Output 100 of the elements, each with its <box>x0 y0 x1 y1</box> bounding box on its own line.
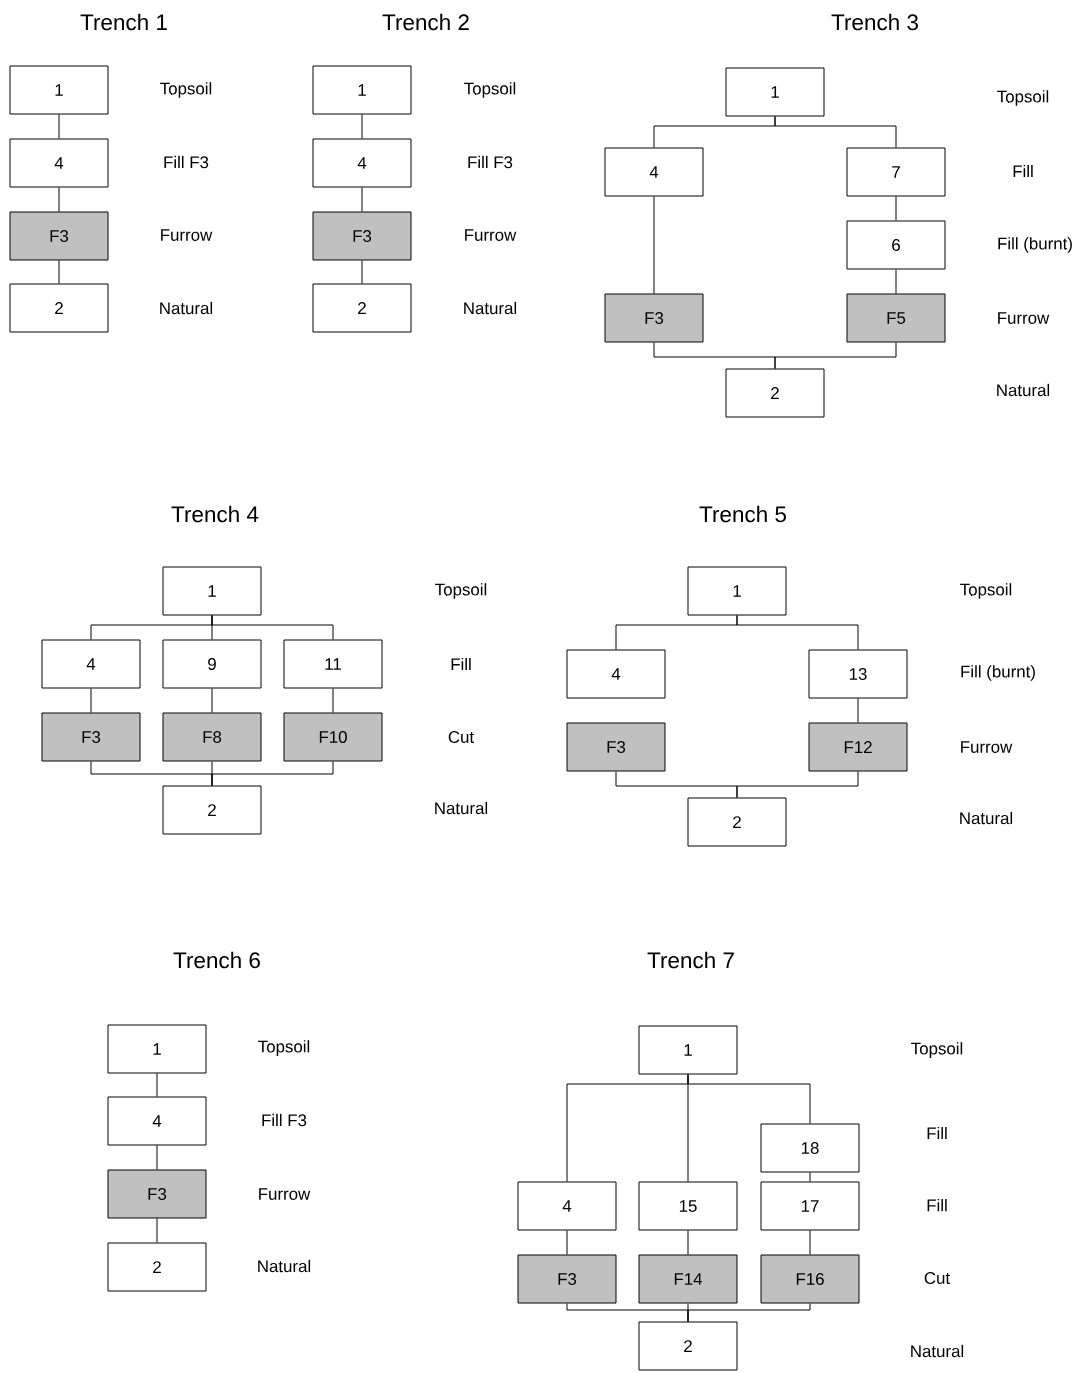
connector-line <box>58 260 60 284</box>
context-box: F3 <box>604 293 704 343</box>
layer-label: Fill (burnt) <box>961 665 1035 681</box>
layer-label: Topsoil <box>911 1042 963 1058</box>
context-box: 4 <box>566 649 666 699</box>
connector-line <box>566 1230 568 1255</box>
context-box: 1 <box>107 1024 207 1074</box>
layer-label: Fill <box>927 1198 947 1212</box>
layer-label: Topsoil <box>435 583 487 599</box>
layer-label: Furrow <box>161 229 213 241</box>
context-box: 4 <box>9 138 109 188</box>
layer-label: Fill <box>451 657 471 671</box>
context-box: 17 <box>760 1181 860 1231</box>
layer-label: Fill <box>1013 164 1033 178</box>
context-box: 2 <box>638 1321 738 1371</box>
connector-line <box>211 615 334 640</box>
context-box: 2 <box>312 283 412 333</box>
connector-line <box>156 1073 158 1097</box>
layer-label: Fill F3 <box>468 155 513 169</box>
context-box: F3 <box>566 722 666 772</box>
context-box: 13 <box>808 649 908 699</box>
trench-title: Trench 6 <box>173 951 260 969</box>
trench-title: Trench 1 <box>80 13 167 31</box>
layer-label: Natural <box>160 301 213 315</box>
layer-label: Topsoil <box>258 1040 310 1056</box>
connector-line <box>332 688 334 713</box>
context-box: F3 <box>517 1254 617 1304</box>
context-box: 11 <box>283 639 383 689</box>
trench-title: Trench 3 <box>831 13 918 31</box>
connector-line <box>361 114 363 139</box>
layer-label: Natural <box>464 301 517 315</box>
context-box: 2 <box>107 1242 207 1292</box>
context-box: 7 <box>846 147 946 197</box>
context-box: F3 <box>41 712 141 762</box>
context-box: 1 <box>162 566 262 616</box>
connector-line <box>211 761 334 786</box>
trench-title: Trench 4 <box>171 505 259 523</box>
context-box: 4 <box>312 138 412 188</box>
trench-title: Trench 7 <box>647 951 734 969</box>
connector-line <box>90 688 92 713</box>
context-box: 6 <box>846 220 946 270</box>
connector-line <box>687 1303 811 1322</box>
context-box: 2 <box>687 797 787 847</box>
context-box: 18 <box>760 1123 860 1173</box>
layer-label: Natural <box>911 1344 964 1358</box>
context-box: F5 <box>846 293 946 343</box>
context-box: 1 <box>687 566 787 616</box>
context-box: F14 <box>638 1254 738 1304</box>
context-box: F12 <box>808 722 908 772</box>
context-box: 1 <box>725 67 825 117</box>
context-box: F3 <box>107 1169 207 1219</box>
context-box: F3 <box>9 211 109 261</box>
layer-label: Fill F3 <box>164 155 209 169</box>
context-box: 1 <box>638 1025 738 1075</box>
connector-line <box>653 196 655 294</box>
context-box: 4 <box>41 639 141 689</box>
layer-label: Fill F3 <box>262 1113 307 1127</box>
layer-label: Fill <box>927 1126 947 1140</box>
layer-label: Natural <box>258 1259 311 1273</box>
context-box: 2 <box>9 283 109 333</box>
context-box: 1 <box>312 65 412 115</box>
context-box: 2 <box>725 368 825 418</box>
connector-line <box>809 1172 811 1182</box>
context-box: 15 <box>638 1181 738 1231</box>
layer-label: Furrow <box>465 229 517 241</box>
connector-line <box>895 269 897 294</box>
layer-label: Furrow <box>259 1188 311 1200</box>
trench-title: Trench 5 <box>699 505 786 523</box>
layer-label: Furrow <box>961 741 1013 753</box>
connector-line <box>736 771 859 798</box>
context-box: 2 <box>162 785 262 835</box>
connector-line <box>857 698 859 723</box>
context-box: F10 <box>283 712 383 762</box>
layer-label: Natural <box>435 801 488 815</box>
connector-line <box>156 1145 158 1170</box>
connector-line <box>58 114 60 139</box>
connector-line <box>211 688 213 713</box>
layer-label: Fill (burnt) <box>998 237 1072 253</box>
connector-line <box>687 1230 689 1255</box>
connector-line <box>361 260 363 284</box>
connector-line <box>687 1074 811 1124</box>
connector-line <box>361 187 363 212</box>
context-box: 4 <box>517 1181 617 1231</box>
connector-line <box>736 615 859 650</box>
layer-label: Natural <box>997 383 1050 397</box>
connector-line <box>895 196 897 221</box>
connector-line <box>774 342 897 369</box>
context-box: 4 <box>604 147 704 197</box>
context-box: F3 <box>312 211 412 261</box>
layer-label: Topsoil <box>464 82 516 98</box>
trench-title: Trench 2 <box>382 13 469 31</box>
layer-label: Natural <box>960 811 1013 825</box>
context-box: 4 <box>107 1096 207 1146</box>
connector-line <box>156 1218 158 1243</box>
layer-label: Cut <box>924 1272 950 1284</box>
connector-line <box>774 116 897 148</box>
context-box: F8 <box>162 712 262 762</box>
context-box: F16 <box>760 1254 860 1304</box>
layer-label: Cut <box>448 731 474 743</box>
context-box: 1 <box>9 65 109 115</box>
